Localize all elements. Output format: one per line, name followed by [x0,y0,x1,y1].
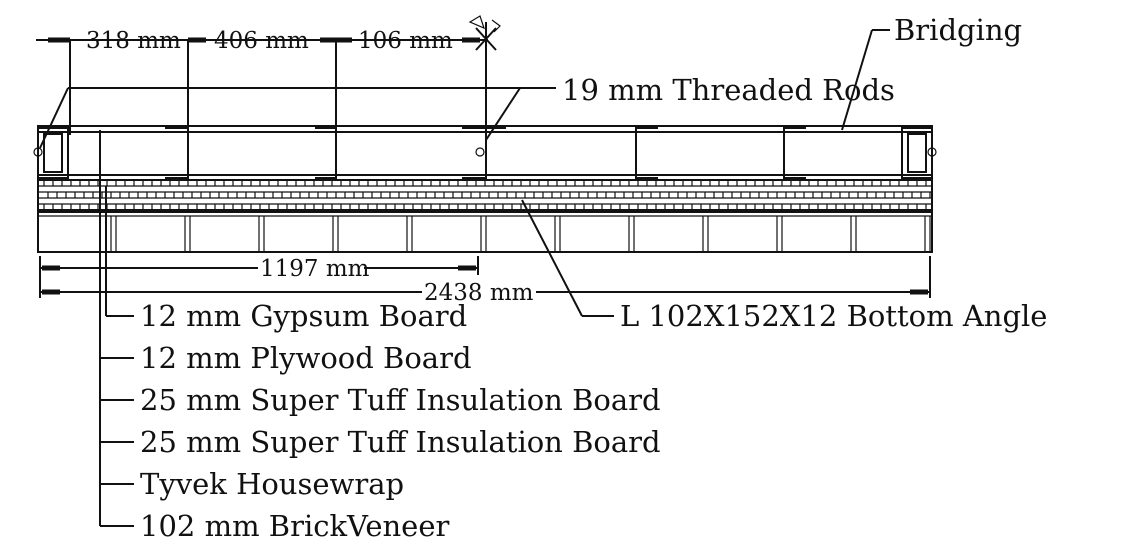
layer-housewrap: Tyvek Housewrap [140,467,404,501]
label-threaded-rods: 19 mm Threaded Rods [562,73,895,107]
dimension-2438: 2438 mm [424,280,534,306]
wall-layers [37,179,933,253]
layer-hatching [43,180,931,210]
steel-studs [165,127,806,179]
layer-insulation-1: 25 mm Super Tuff Insulation Board [140,383,661,417]
callout-bridging: Bridging [841,13,1022,131]
layer-gypsum: 12 mm Gypsum Board [140,299,467,333]
layer-insulation-2: 25 mm Super Tuff Insulation Board [140,425,661,459]
layer-legend: 12 mm Gypsum Board 12 mm Plywood Board 2… [99,130,661,543]
brick-veneer-joints [110,216,931,252]
dimension-1197: 1197 mm [260,256,370,282]
callout-bottom-angle: L 102X152X12 Bottom Angle [521,199,1047,333]
dimension-106: 106 mm [358,28,453,54]
wall-frame [33,125,937,181]
callout-threaded-rods: 19 mm Threaded Rods [39,73,895,149]
layer-brick-veneer: 102 mm BrickVeneer [140,509,449,543]
label-bottom-angle: L 102X152X12 Bottom Angle [620,299,1047,333]
top-dimension-chain: 318 mm 406 mm 106 mm [36,15,501,170]
dimension-318: 318 mm [86,28,181,54]
dimension-406: 406 mm [214,28,309,54]
layer-plywood: 12 mm Plywood Board [140,341,472,375]
bottom-dimensions: 1197 mm 2438 mm [39,256,931,306]
label-bridging: Bridging [894,13,1022,47]
